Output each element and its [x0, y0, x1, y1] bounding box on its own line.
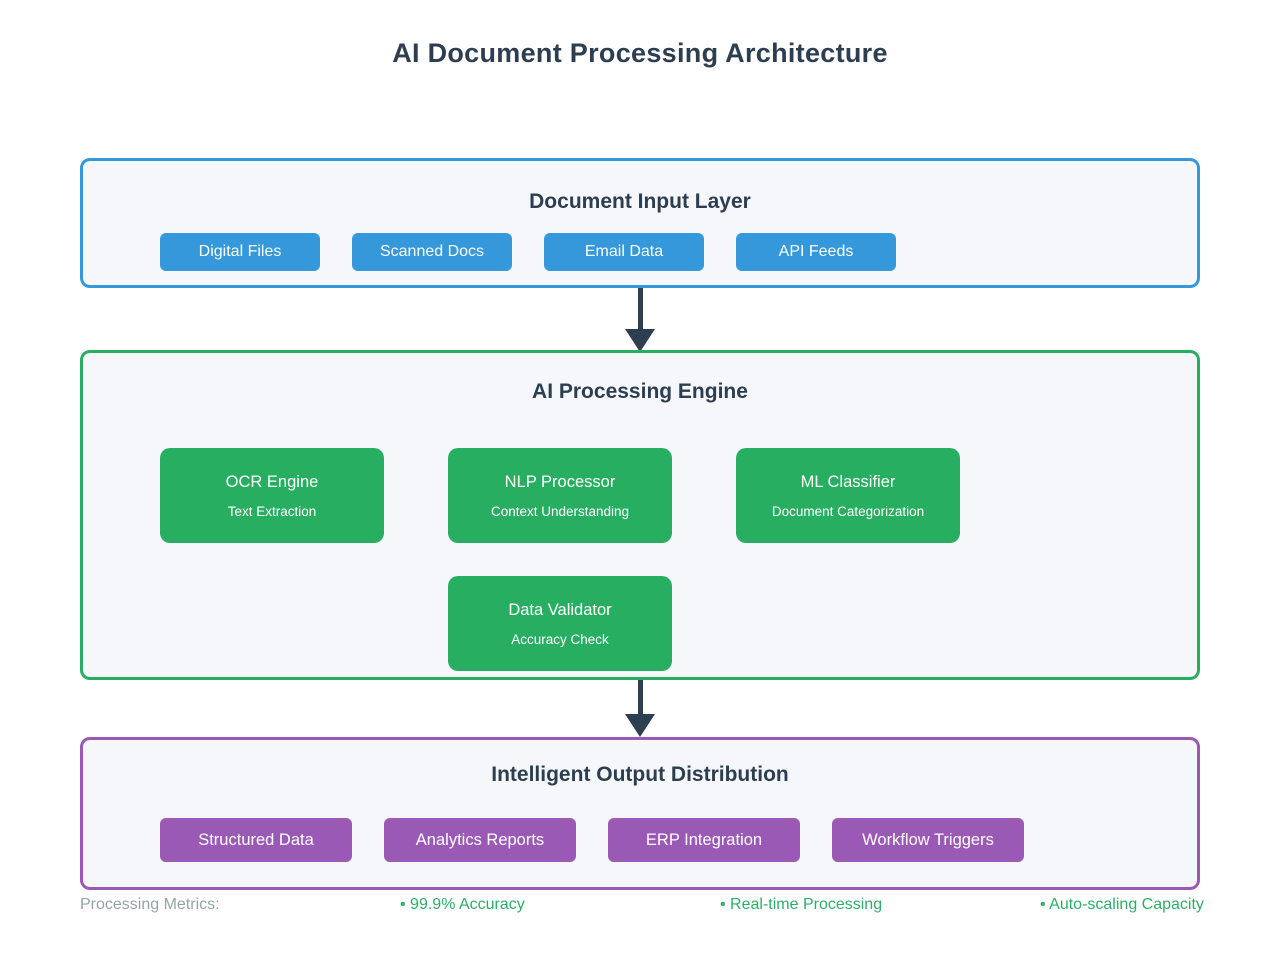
- output-layer-title: Intelligent Output Distribution: [491, 763, 789, 786]
- metrics-label: Processing Metrics:: [80, 896, 220, 913]
- input-node-email-data: Email Data: [544, 233, 704, 271]
- arrow-down-icon: [625, 714, 655, 737]
- engine-node-data-validator: Data Validator Accuracy Check: [448, 576, 672, 671]
- input-node-scanned-docs: Scanned Docs: [352, 233, 512, 271]
- output-node-analytics-reports: Analytics Reports: [384, 818, 576, 862]
- node-subtitle: Accuracy Check: [511, 631, 609, 647]
- arrow-line: [637, 680, 643, 714]
- node-title: Data Validator: [508, 600, 612, 619]
- node-title: NLP Processor: [504, 472, 616, 491]
- input-node-api-feeds: API Feeds: [736, 233, 896, 271]
- engine-node-ml-classifier: ML Classifier Document Categorization: [736, 448, 960, 543]
- engine-node-nlp: NLP Processor Context Understanding: [448, 448, 672, 543]
- output-node-structured-data: Structured Data: [160, 818, 352, 862]
- engine-layer: AI Processing Engine OCR Engine Text Ext…: [80, 350, 1200, 680]
- arrow-engine-to-output: [0, 680, 1280, 737]
- output-node-workflow-triggers: Workflow Triggers: [832, 818, 1024, 862]
- arrow-line: [637, 288, 643, 329]
- metric-accuracy: • 99.9% Accuracy: [400, 896, 525, 913]
- engine-node-ocr: OCR Engine Text Extraction: [160, 448, 384, 543]
- input-node-digital-files: Digital Files: [160, 233, 320, 271]
- metric-realtime: • Real-time Processing: [720, 896, 883, 913]
- engine-layer-title: AI Processing Engine: [532, 380, 748, 403]
- node-subtitle: Text Extraction: [227, 503, 317, 519]
- node-title: ML Classifier: [800, 472, 896, 491]
- arrow-input-to-engine: [0, 288, 1280, 352]
- input-layer-title: Document Input Layer: [529, 190, 751, 213]
- input-layer: Document Input Layer Digital Files Scann…: [80, 158, 1200, 288]
- metric-autoscaling: • Auto-scaling Capacity: [1040, 896, 1204, 913]
- diagram-title: AI Document Processing Architecture: [392, 38, 888, 68]
- node-subtitle: Document Categorization: [771, 503, 925, 519]
- output-node-erp-integration: ERP Integration: [608, 818, 800, 862]
- arrow-down-icon: [625, 329, 655, 352]
- output-layer: Intelligent Output Distribution Structur…: [80, 737, 1200, 890]
- node-title: OCR Engine: [225, 472, 319, 491]
- node-subtitle: Context Understanding: [490, 503, 630, 519]
